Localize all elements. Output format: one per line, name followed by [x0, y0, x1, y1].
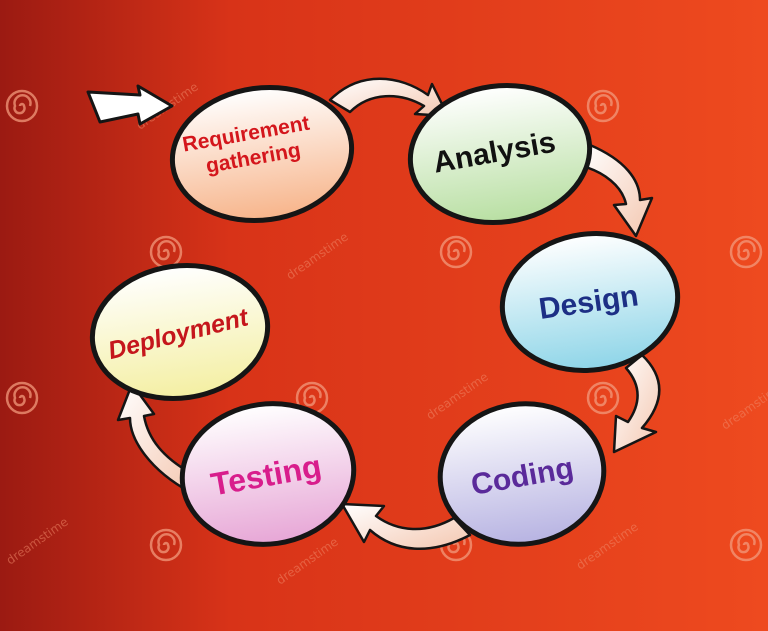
stage-requirement: Requirement gathering — [169, 84, 355, 224]
stage-testing: Testing — [179, 401, 357, 547]
stage-deployment: Deployment — [89, 263, 271, 401]
stage-analysis-shape — [407, 83, 593, 225]
stage-design: Design — [499, 231, 681, 373]
stage-requirement-shape — [169, 84, 355, 224]
stage-analysis: Analysis — [407, 83, 593, 225]
stage-testing-shape — [179, 401, 357, 547]
arrow-design-coding — [612, 353, 661, 454]
arrow-analysis-design — [580, 143, 654, 238]
stage-coding: Coding — [437, 401, 607, 547]
stage-deployment-shape — [89, 263, 271, 401]
stage-design-shape — [499, 231, 681, 373]
stage-coding-shape — [437, 401, 607, 547]
entry-arrow — [86, 84, 174, 126]
flow-arrows — [116, 77, 661, 551]
